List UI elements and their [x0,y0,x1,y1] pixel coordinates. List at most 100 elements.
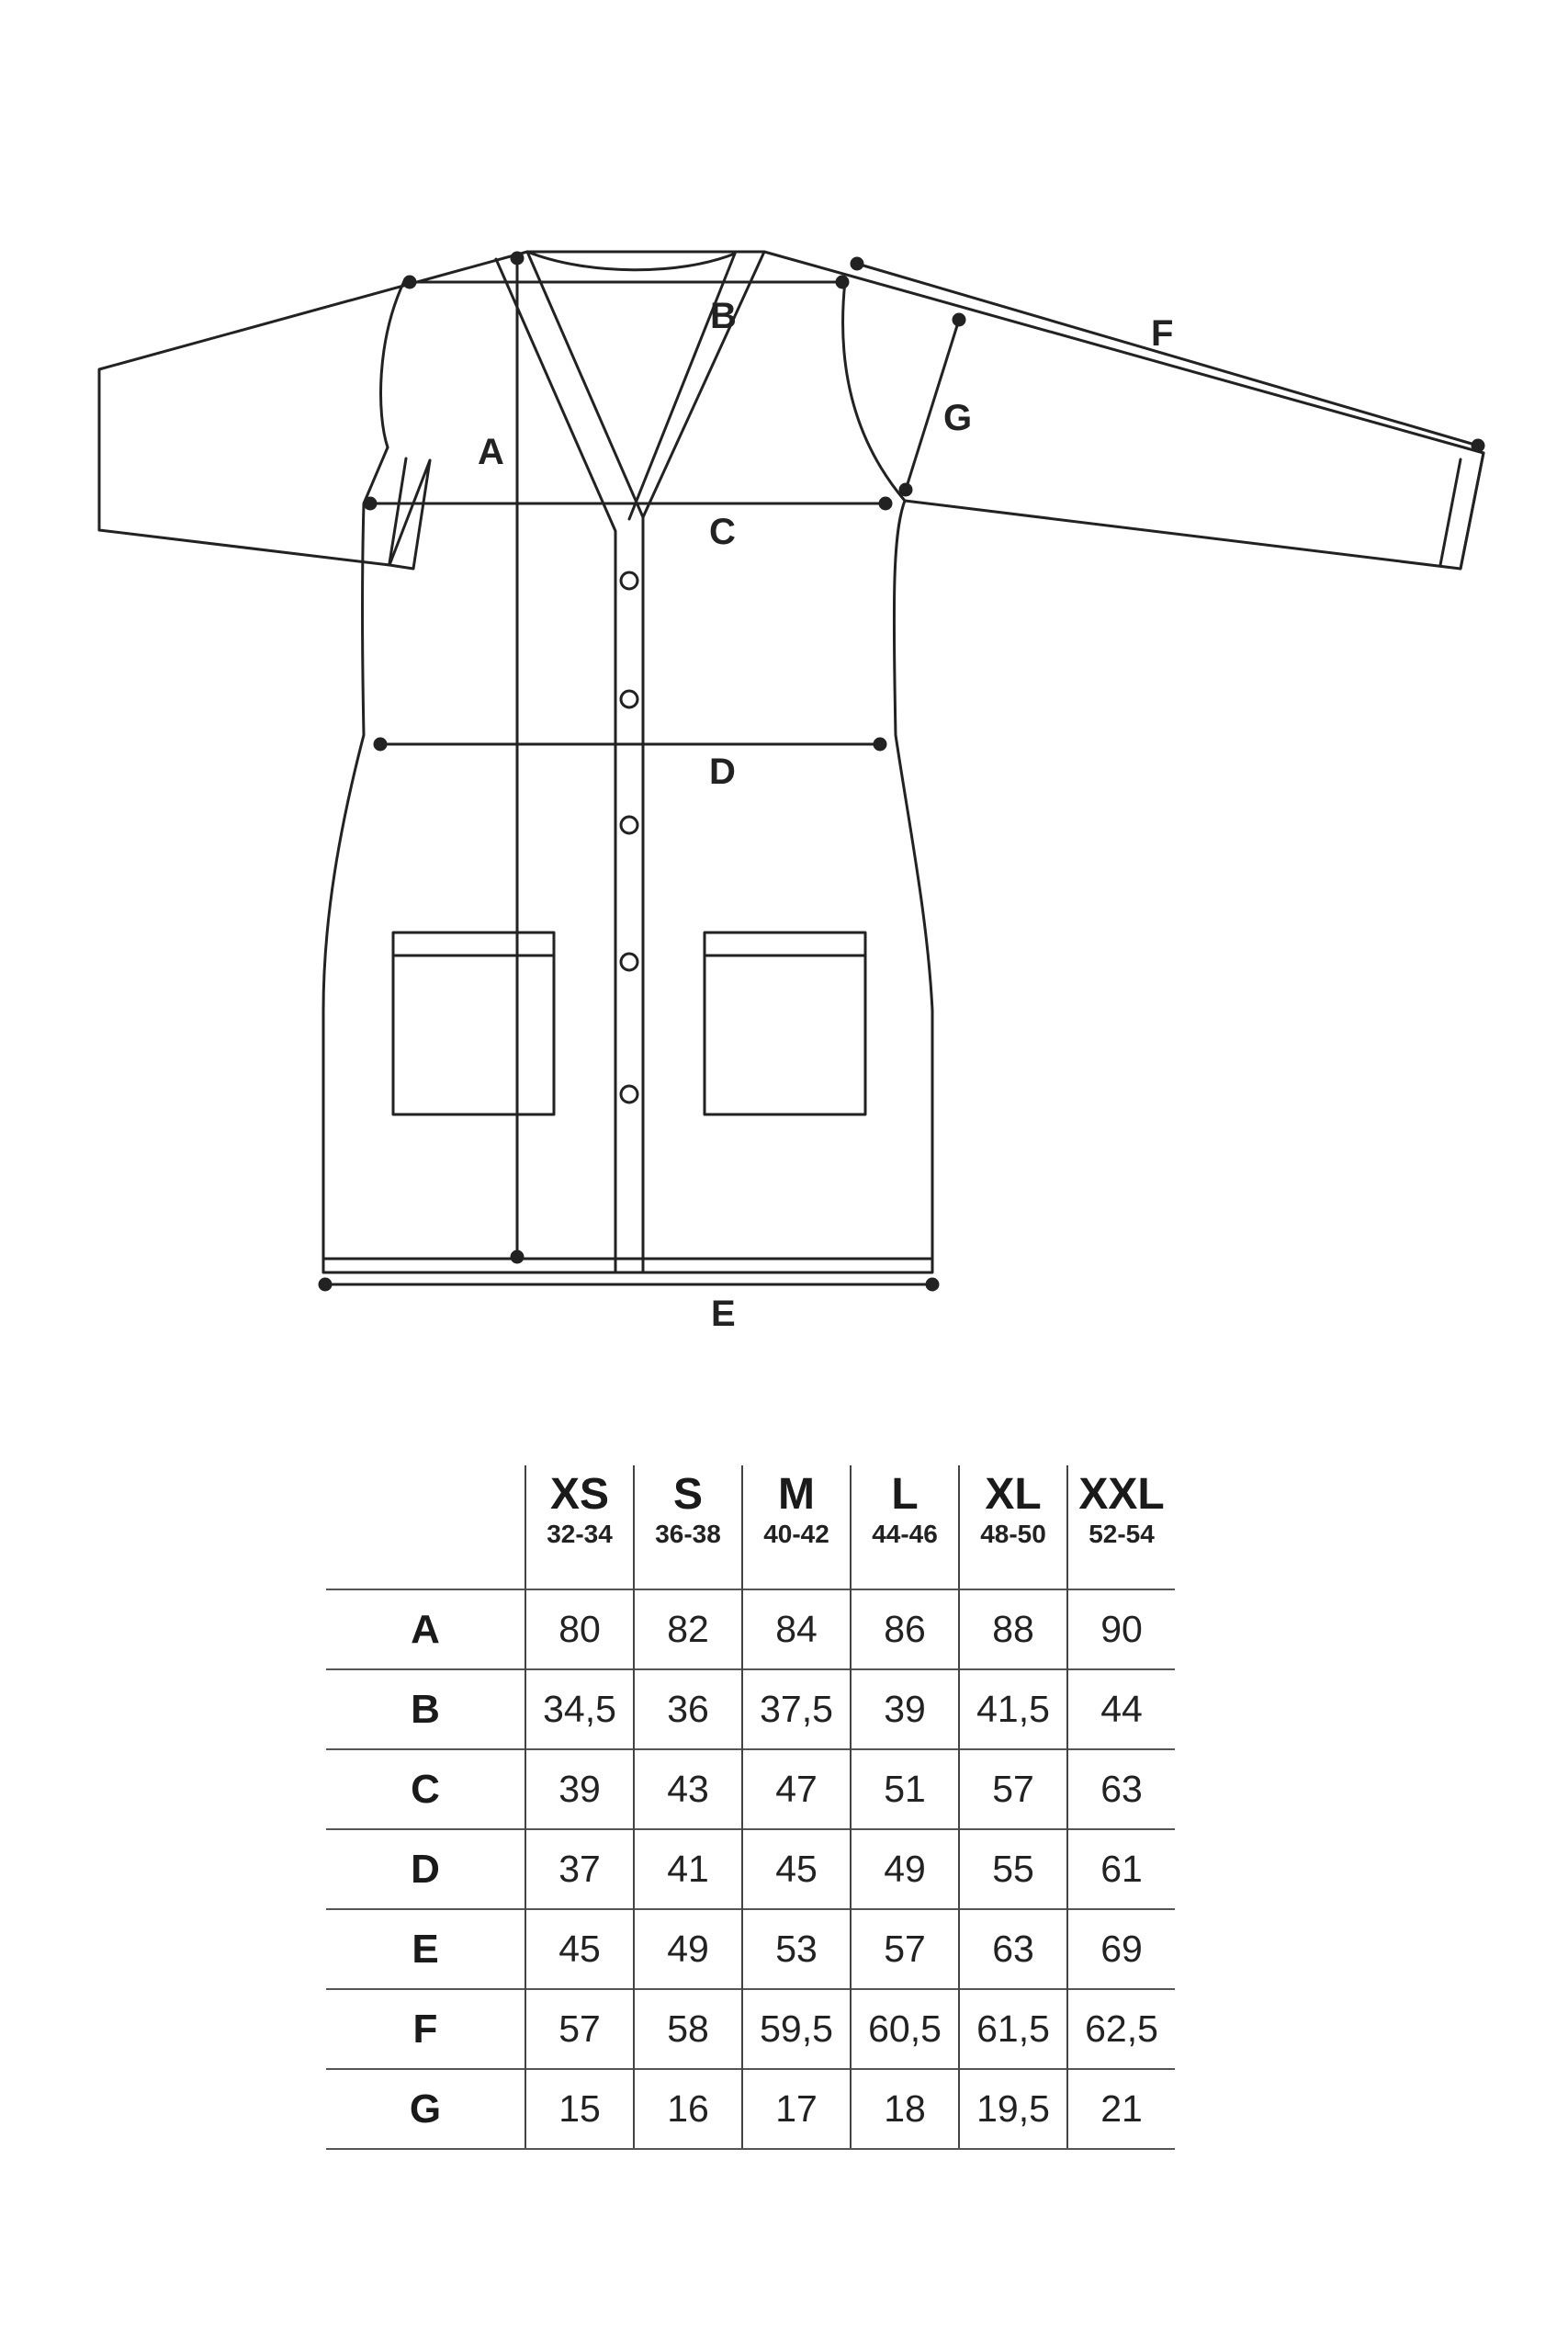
right-sleeve-cuff [1438,451,1485,571]
table-cell: 57 [525,1988,634,2069]
left-sleeve-outline [97,250,529,567]
table-cell: 39 [850,1668,959,1749]
table-row-f: F 57 58 59,5 60,5 61,5 62,5 [326,1988,1175,2069]
label-e: E [711,1294,736,1334]
table-row-c: C 39 43 47 51 57 63 [326,1748,1175,1829]
table-cell: 16 [633,2068,742,2150]
table-cell: 61,5 [958,1988,1067,2069]
table-cell: 36 [633,1668,742,1749]
table-cell: 53 [741,1908,851,1989]
table-cell: 86 [850,1589,959,1669]
left-pocket [391,931,556,1116]
body-right-outline [892,499,934,1261]
button [619,571,639,591]
table-cell: 80 [525,1589,634,1669]
cardigan-diagram: A B C D E F G [97,250,1485,1334]
table-cell: 47 [741,1748,851,1829]
table-cell: 41 [633,1828,742,1909]
table-cell: 82 [633,1589,742,1669]
label-g: G [943,398,972,438]
row-label: F [326,1988,525,2069]
table-cell: 17 [741,2068,851,2150]
size-range: 36-38 [655,1520,721,1548]
row-label: B [326,1668,525,1749]
size-range: 32-34 [547,1520,613,1548]
table-cell: 49 [633,1908,742,1989]
size-name: L [891,1470,919,1519]
size-name: XS [549,1470,610,1519]
size-header-row: XS 32-34 S 36-38 M 40-42 L 44-46 XL 48-5… [326,1465,1175,1589]
table-cell: 62,5 [1066,1988,1175,2069]
button [619,952,639,972]
size-chart-table: XS 32-34 S 36-38 M 40-42 L 44-46 XL 48-5… [326,1465,1175,2150]
table-cell: 21 [1066,2068,1175,2150]
table-cell: 43 [633,1748,742,1829]
table-cell: 45 [525,1908,634,1989]
table-cell: 84 [741,1589,851,1669]
table-row-b: B 34,5 36 37,5 39 41,5 44 [326,1668,1175,1749]
table-cell: 41,5 [958,1668,1067,1749]
table-cell: 90 [1066,1589,1175,1669]
table-cell: 63 [958,1908,1067,1989]
size-name: M [778,1470,815,1519]
table-cell: 69 [1066,1908,1175,1989]
size-range: 52-54 [1089,1520,1155,1548]
size-name: XXL [1078,1470,1165,1519]
size-column-l: L 44-46 [850,1465,959,1589]
corner-cell [326,1465,525,1589]
label-a: A [478,432,504,472]
front-band [494,250,766,1274]
row-label: E [326,1908,525,1989]
table-row-d: D 37 41 45 49 55 61 [326,1828,1175,1909]
label-c: C [709,512,736,552]
measure-line-g [904,319,961,491]
measure-line-f [856,262,1479,447]
row-label: C [326,1748,525,1829]
table-cell: 59,5 [741,1988,851,2069]
table-row-a: A 80 82 84 86 88 90 [326,1589,1175,1669]
table-cell: 15 [525,2068,634,2150]
label-d: D [709,752,736,792]
size-range: 48-50 [980,1520,1046,1548]
table-cell: 57 [850,1908,959,1989]
button [619,1084,639,1104]
body-left-outline [321,446,389,1261]
hem-band [321,1257,934,1274]
right-sleeve-outline [762,250,1485,571]
right-pocket [703,931,867,1116]
table-cell: 37,5 [741,1668,851,1749]
size-range: 40-42 [763,1520,829,1548]
collar-outline [525,250,766,272]
size-column-xl: XL 48-50 [958,1465,1067,1589]
size-name: S [672,1470,703,1519]
table-cell: 34,5 [525,1668,634,1749]
table-cell: 58 [633,1988,742,2069]
table-cell: 37 [525,1828,634,1909]
size-range: 44-46 [872,1520,938,1548]
size-name: XL [985,1470,1042,1519]
size-column-s: S 36-38 [633,1465,742,1589]
table-cell: 55 [958,1828,1067,1909]
table-cell: 44 [1066,1668,1175,1749]
label-f: F [1151,313,1173,354]
table-cell: 49 [850,1828,959,1909]
row-label: A [326,1589,525,1669]
size-column-xs: XS 32-34 [525,1465,634,1589]
table-cell: 61 [1066,1828,1175,1909]
table-cell: 19,5 [958,2068,1067,2150]
row-label: G [326,2068,525,2150]
table-cell: 88 [958,1589,1067,1669]
table-cell: 39 [525,1748,634,1829]
button [619,815,639,835]
table-cell: 60,5 [850,1988,959,2069]
button [619,689,639,709]
table-row-e: E 45 49 53 57 63 69 [326,1908,1175,1989]
table-cell: 18 [850,2068,959,2150]
left-sleeve-cuff [388,457,432,571]
size-column-m: M 40-42 [741,1465,851,1589]
table-row-g: G 15 16 17 18 19,5 21 [326,2068,1175,2150]
label-b: B [710,296,737,336]
table-cell: 57 [958,1748,1067,1829]
table-cell: 63 [1066,1748,1175,1829]
table-cell: 45 [741,1828,851,1909]
